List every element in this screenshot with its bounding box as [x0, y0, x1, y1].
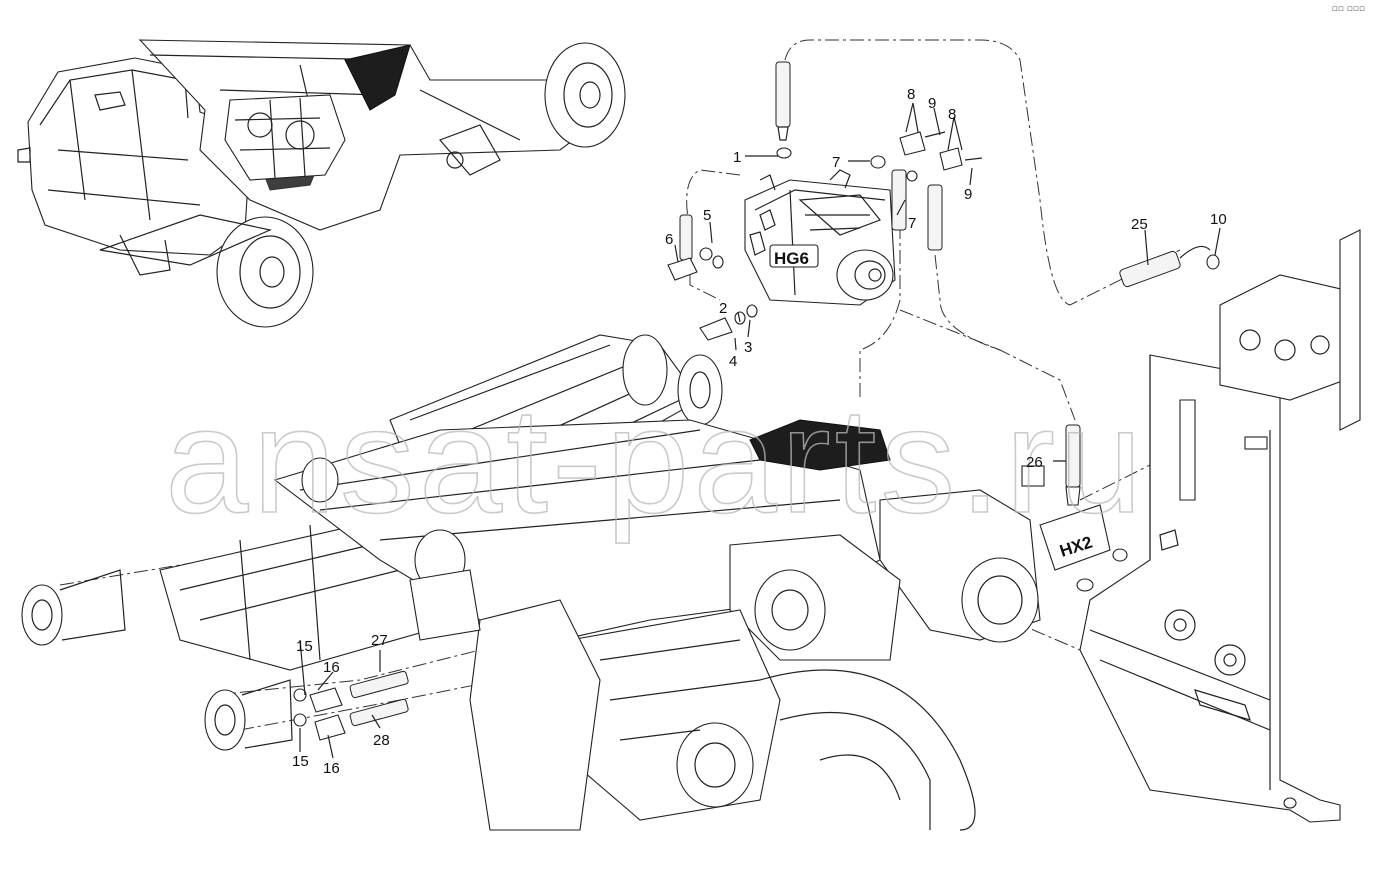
callout-label: 15 — [296, 638, 313, 655]
hydraulic-tank — [1021, 229, 1361, 823]
callout-label: 28 — [373, 732, 390, 749]
callout-label: 3 — [744, 339, 752, 356]
callout-label: 6 — [665, 231, 673, 248]
callout-label: 16 — [323, 659, 340, 676]
callout-label: 4 — [729, 353, 737, 370]
machine-overview-illustration — [17, 39, 626, 328]
corner-mark: ▫▫ ▫▫▫ — [1331, 4, 1365, 14]
callout-label: 5 — [703, 207, 711, 224]
callout-label: 1 — [733, 149, 741, 166]
pump-hg6-label: HG6 — [774, 249, 809, 268]
callout-label: 7 — [832, 154, 840, 171]
callout-label: 10 — [1210, 211, 1227, 228]
callout-label: 15 — [292, 753, 309, 770]
watermark-text: ansat-parts.ru — [165, 376, 1146, 544]
callout-label: 8 — [907, 86, 915, 103]
callout-label: 26 — [1026, 454, 1043, 471]
lower-left-hoses — [293, 670, 409, 741]
pump-hg6 — [744, 169, 896, 306]
callout-label: 27 — [371, 632, 388, 649]
top-fittings — [667, 61, 1220, 506]
callout-label: 25 — [1131, 216, 1148, 233]
callout-label: 8 — [948, 106, 956, 123]
callout-label: 9 — [928, 95, 936, 112]
callout-label: 2 — [719, 300, 727, 317]
callout-label: 9 — [964, 186, 972, 203]
callout-label: 7 — [908, 215, 916, 232]
lower-pump-assembly — [409, 419, 1041, 831]
leader-lines — [299, 102, 1221, 759]
callout-numbers: 1 2 3 4 5 6 7 7 8 8 9 9 10 15 15 16 16 2… — [292, 86, 1227, 777]
callout-label: 16 — [323, 760, 340, 777]
